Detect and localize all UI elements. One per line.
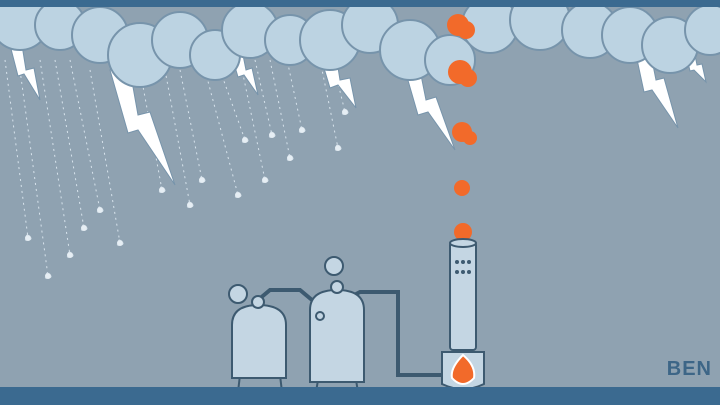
smoke-puffs [447, 14, 477, 241]
bottom-bar [0, 387, 720, 405]
ben-logo: BEN [666, 358, 712, 380]
tank-right [309, 256, 365, 393]
flare-stack [441, 238, 485, 390]
rain [4, 49, 349, 280]
tank-left [228, 284, 287, 393]
top-bar [0, 0, 720, 7]
